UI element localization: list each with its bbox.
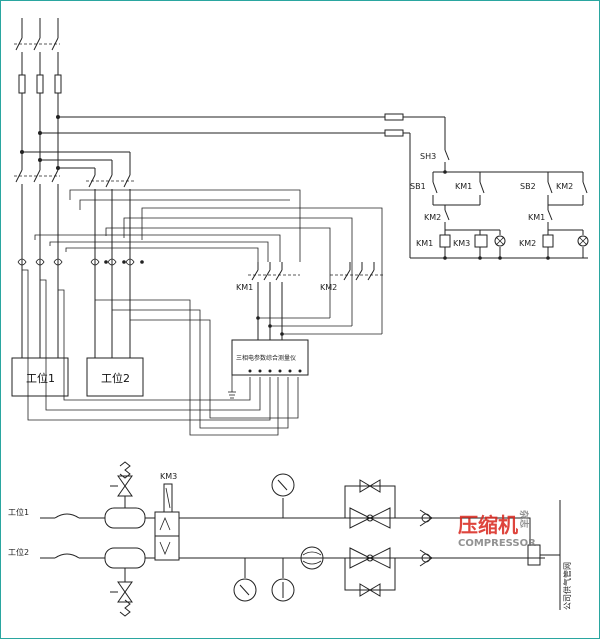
station1-label: 工位1 bbox=[26, 371, 55, 385]
meter-label: 三相电参数综合测量仪 bbox=[236, 354, 296, 362]
km1-interlock-label: KM1 bbox=[528, 213, 545, 222]
sb1-label: SB1 bbox=[410, 182, 426, 191]
watermark-side: 杂志 bbox=[518, 510, 530, 528]
km2-label: KM2 bbox=[320, 283, 337, 292]
station2-breaker bbox=[86, 152, 134, 358]
outlet-label: 公司供气管网 bbox=[562, 562, 572, 610]
watermark-cn: 压缩机 bbox=[458, 513, 518, 537]
km3-coil-label: KM3 bbox=[453, 239, 470, 248]
pneumatic-lines bbox=[40, 461, 561, 617]
pipe-station2-label: 工位2 bbox=[8, 547, 29, 557]
sb2-label: SB2 bbox=[520, 182, 536, 191]
km2-contactor bbox=[329, 262, 384, 334]
station2-label: 工位2 bbox=[101, 371, 130, 385]
station1-breaker bbox=[14, 169, 60, 358]
current-transformers bbox=[17, 258, 135, 266]
control-circuit bbox=[410, 149, 589, 260]
km3-valve-label: KM3 bbox=[160, 472, 177, 481]
station-boxes bbox=[11, 357, 144, 397]
pipe-station1-label: 工位1 bbox=[8, 507, 29, 517]
km1-label: KM1 bbox=[236, 283, 253, 292]
meter-box bbox=[228, 339, 309, 399]
km2-interlock-label: KM2 bbox=[424, 213, 441, 222]
km2-aux-label: KM2 bbox=[556, 182, 573, 191]
watermark-en: COMPRESSOR bbox=[458, 538, 536, 549]
km1-aux-label: KM1 bbox=[455, 182, 472, 191]
supply-lines bbox=[14, 18, 446, 258]
km2-coil-label: KM2 bbox=[519, 239, 536, 248]
km1-contactor bbox=[248, 262, 382, 340]
sh3-label: SH3 bbox=[420, 152, 436, 161]
measurement-wiring bbox=[22, 189, 383, 436]
km1-coil-label: KM1 bbox=[416, 239, 433, 248]
